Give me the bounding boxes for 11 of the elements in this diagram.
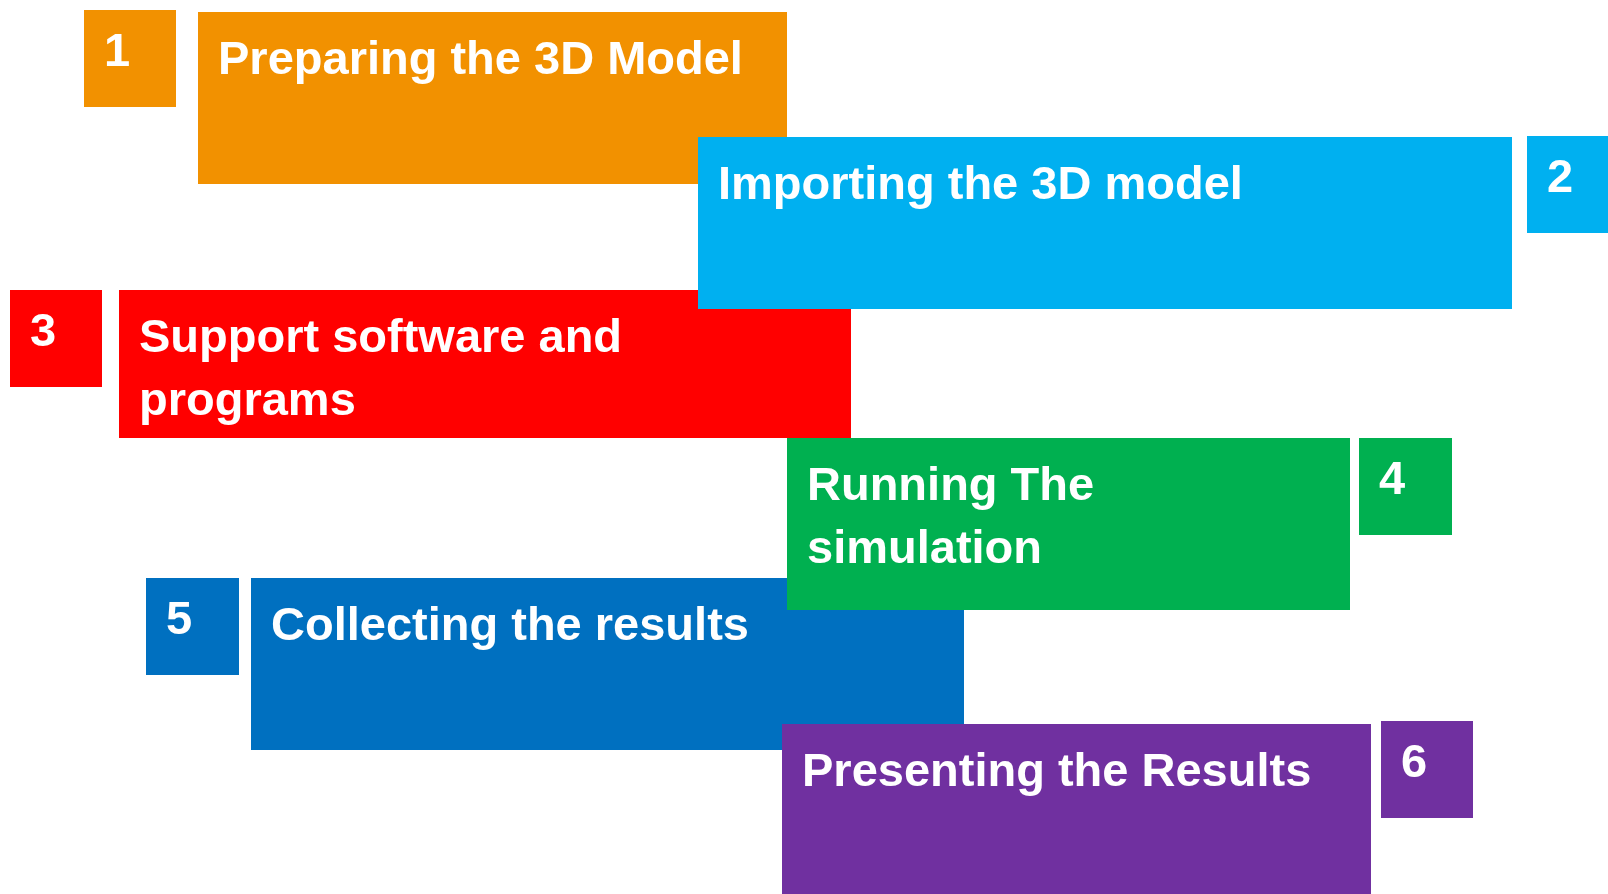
step-number-box: 1 <box>84 10 176 107</box>
step-box: Collecting the results <box>251 578 964 750</box>
step-number-box: 3 <box>10 290 102 387</box>
step-box: Running The simulation <box>787 438 1350 610</box>
step-number-box: 2 <box>1527 136 1608 233</box>
step-box: Support software and programs <box>119 290 851 438</box>
step-box: Importing the 3D model <box>698 137 1512 309</box>
step-number-box: 6 <box>1381 721 1473 818</box>
step-box: Presenting the Results <box>782 724 1371 894</box>
step-number-box: 4 <box>1359 438 1452 535</box>
step-number-box: 5 <box>146 578 239 675</box>
